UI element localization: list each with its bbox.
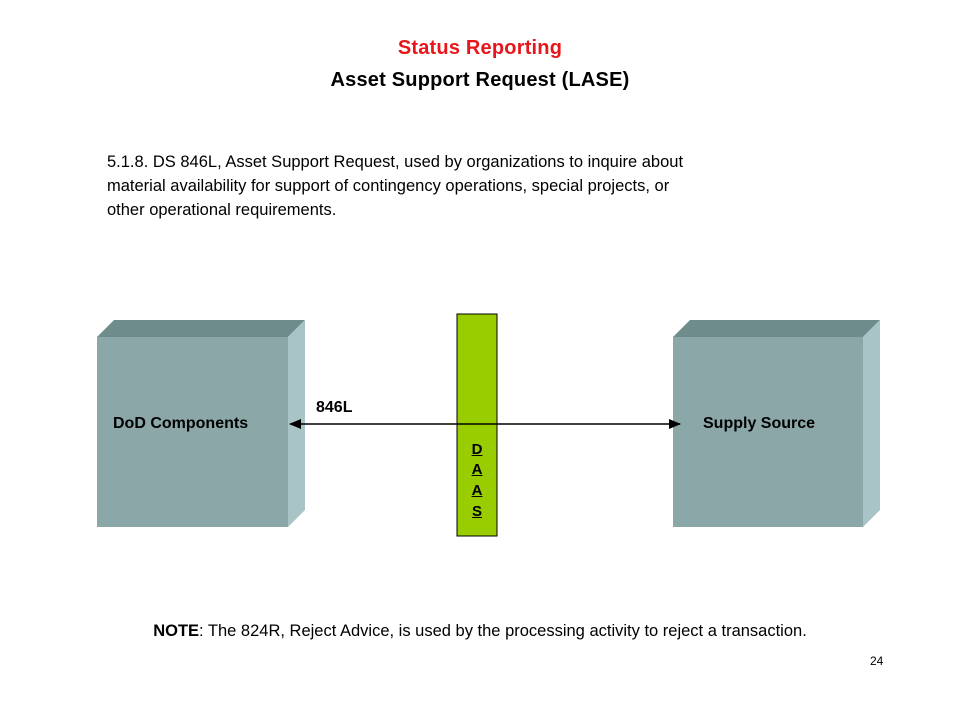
supply-box-top-face [673, 320, 880, 337]
daas-letter-a1: A [471, 461, 483, 478]
description-line-2: material availability for support of con… [107, 177, 670, 195]
note-text: NOTE: The 824R, Reject Advice, is used b… [0, 622, 960, 641]
dod-components-label: DoD Components [113, 415, 249, 432]
note-body: : The 824R, Reject Advice, is used by th… [199, 622, 807, 640]
slide-title: Status Reporting [397, 37, 563, 59]
daas-letter-d: D [471, 441, 483, 458]
page-number: 24 [870, 654, 884, 668]
note-label: NOTE [153, 622, 200, 640]
description-paragraph: 5.1.8. DS 846L, Asset Support Request, u… [107, 150, 787, 222]
daas-letter-a2: A [471, 482, 483, 499]
dod-box-top-face [97, 320, 305, 337]
transaction-code-label: 846L [316, 399, 353, 416]
dod-box-front-face [97, 337, 288, 527]
supply-source-label: Supply Source [703, 415, 816, 432]
supply-source-box [673, 320, 880, 527]
daas-letter-s: S [471, 503, 482, 520]
slide-subtitle: Asset Support Request (LASE) [330, 69, 630, 91]
description-line-3: other operational requirements. [107, 201, 337, 219]
description-line-1: 5.1.8. DS 846L, Asset Support Request, u… [107, 153, 684, 171]
supply-box-front-face [673, 337, 863, 527]
supply-box-side-face [863, 320, 880, 527]
